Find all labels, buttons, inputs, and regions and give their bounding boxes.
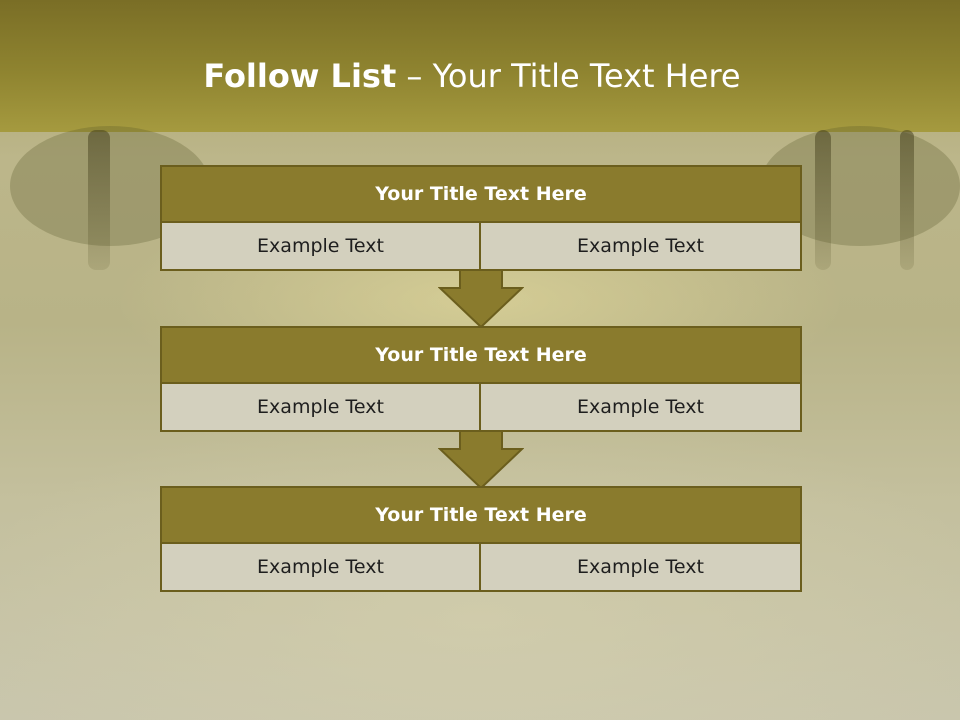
slide-title-rest: – Your Title Text Here: [396, 57, 741, 95]
step-title: Your Title Text Here: [160, 486, 802, 544]
step-title: Your Title Text Here: [160, 326, 802, 384]
slide-title: Follow List – Your Title Text Here: [0, 52, 944, 100]
down-arrow-icon: [438, 270, 524, 328]
step-title: Your Title Text Here: [160, 165, 802, 223]
tree-trunk: [88, 130, 110, 270]
slide-title-bold: Follow List: [203, 57, 397, 95]
step-cell-right: Example Text: [479, 382, 802, 432]
step-block-1: Your Title Text Here Example Text Exampl…: [160, 165, 802, 271]
down-arrow-icon: [438, 431, 524, 489]
step-cell-right: Example Text: [479, 542, 802, 592]
step-block-3: Your Title Text Here Example Text Exampl…: [160, 486, 802, 592]
step-cell-right: Example Text: [479, 221, 802, 271]
tree-trunk: [815, 130, 831, 270]
header-band: [0, 0, 960, 132]
step-cell-left: Example Text: [160, 382, 481, 432]
step-cell-left: Example Text: [160, 221, 481, 271]
step-cell-left: Example Text: [160, 542, 481, 592]
step-block-2: Your Title Text Here Example Text Exampl…: [160, 326, 802, 432]
tree-trunk: [900, 130, 914, 270]
